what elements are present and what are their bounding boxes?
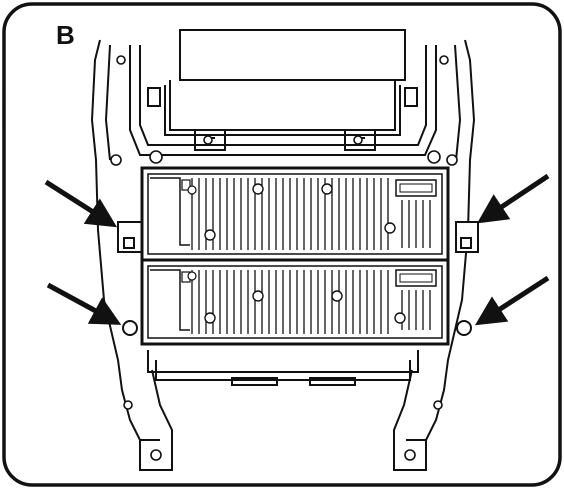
upper-radio-unit: [140, 166, 450, 262]
arrow-lower-right: [474, 275, 550, 326]
lower-radio-unit: [140, 258, 450, 346]
display-opening: [179, 29, 406, 81]
arrow-upper-left: [44, 179, 118, 228]
mount-brackets: [117, 221, 479, 336]
screw: [110, 55, 458, 461]
dash-bezel: [90, 29, 476, 471]
panel-label: B: [56, 20, 75, 50]
mounting-arrows: [44, 173, 550, 326]
arrow-lower-left: [46, 282, 122, 325]
arrow-upper-right: [477, 173, 550, 224]
